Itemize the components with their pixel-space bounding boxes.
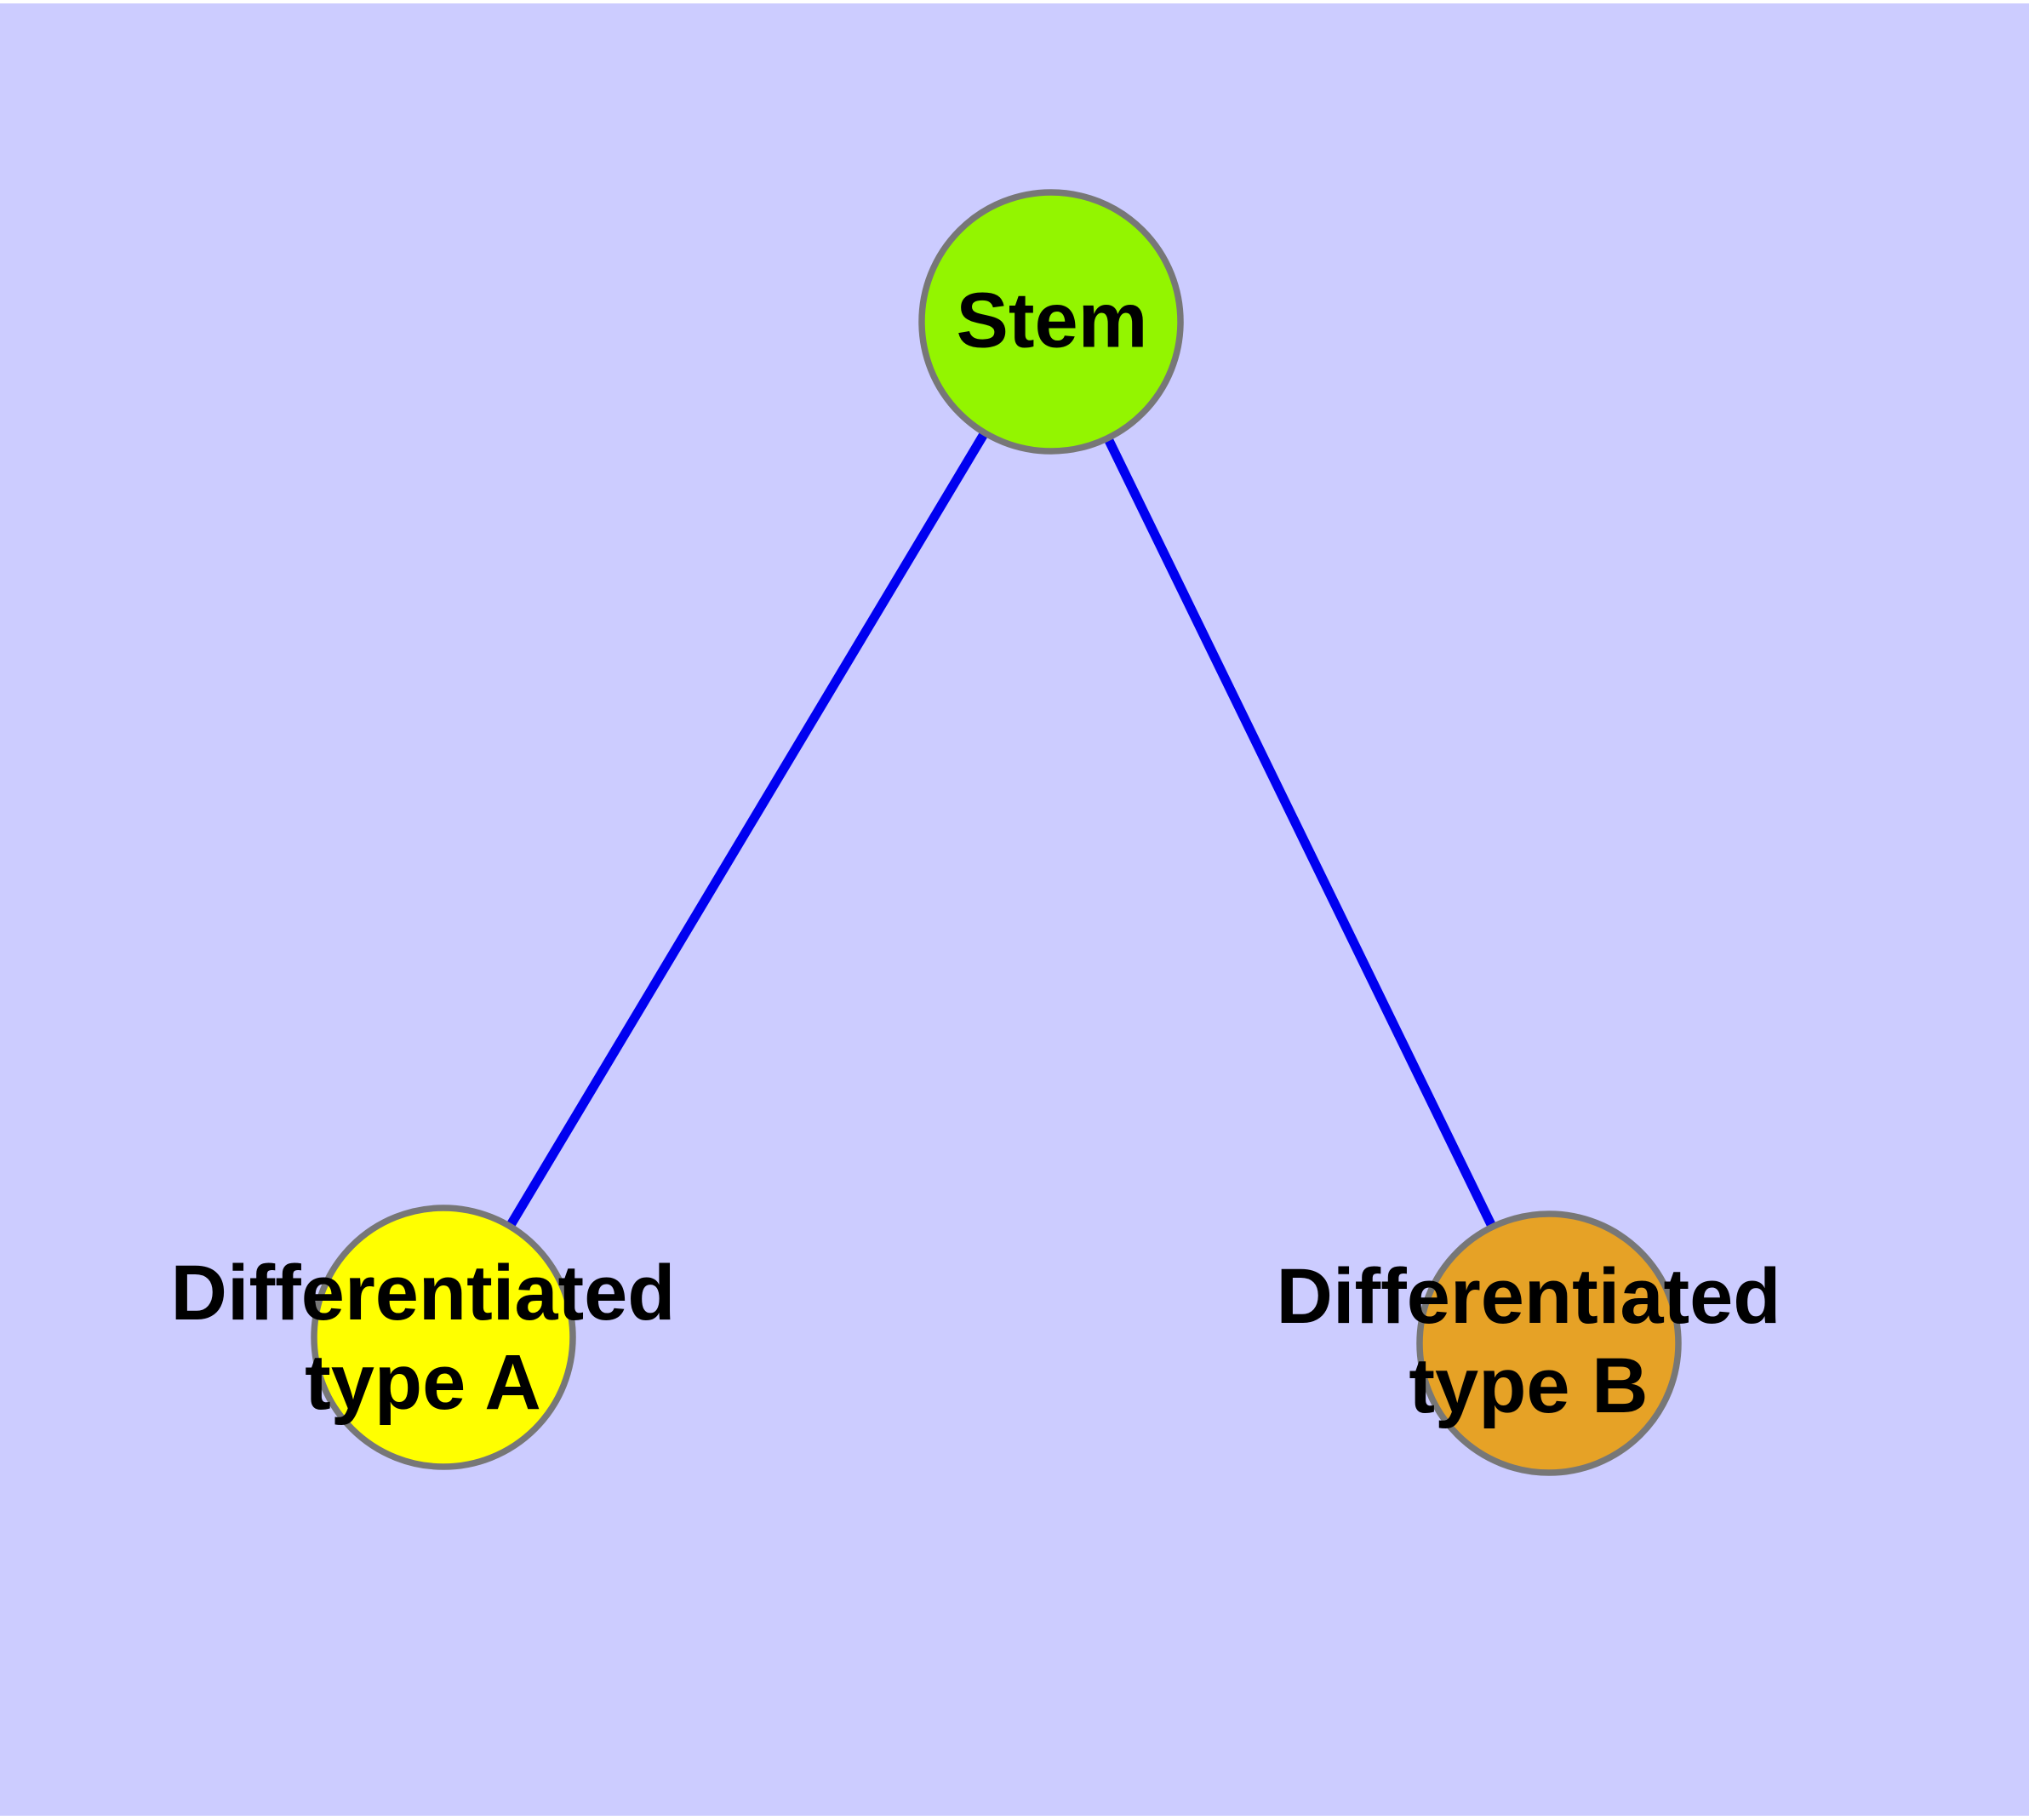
node-type-b: [1416, 1210, 1682, 1476]
node-stem: [918, 189, 1184, 455]
node-type-b-label-line2: type B: [1409, 1342, 1649, 1429]
edge-stem-type-b: [1047, 319, 1553, 1346]
node-type-b-label: Differentiated type B: [1277, 1252, 1781, 1431]
node-type-a: [311, 1205, 576, 1470]
edge-stem-type-a: [439, 319, 1055, 1340]
node-stem-label: Stem: [957, 277, 1148, 366]
node-type-a-label-line1: Differentiated: [170, 1250, 676, 1337]
node-type-b-label-line1: Differentiated: [1276, 1253, 1781, 1341]
node-stem-label-text: Stem: [956, 277, 1148, 364]
node-type-a-label-line2: type A: [305, 1339, 541, 1426]
node-type-a-label: Differentiated type A: [171, 1249, 676, 1428]
